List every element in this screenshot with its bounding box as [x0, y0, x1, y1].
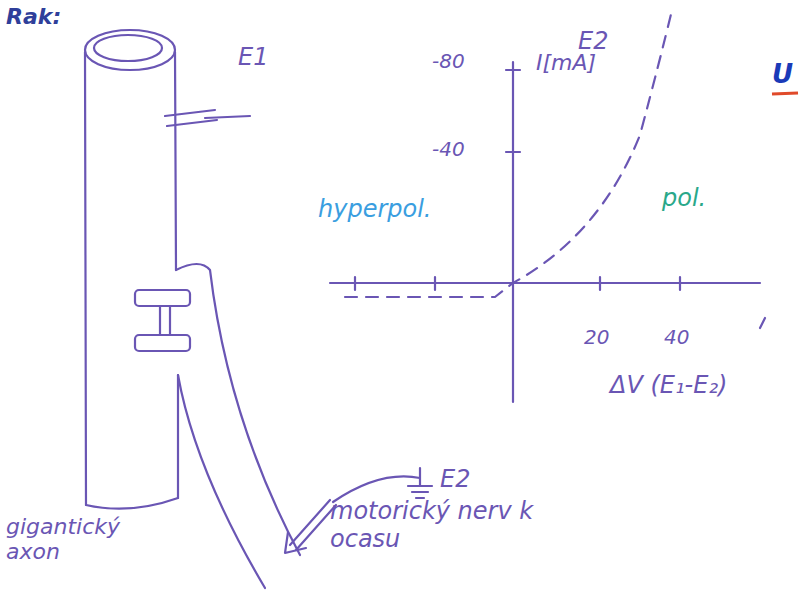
axon-right-wall-lower	[177, 375, 179, 498]
y-axis	[512, 62, 514, 402]
underline	[772, 93, 798, 94]
y-tick	[506, 70, 520, 152]
electrode-cuff	[135, 335, 190, 351]
electrode-label: E2	[578, 28, 608, 56]
axon-lumen	[94, 35, 162, 61]
iv-curve	[345, 10, 672, 297]
heading-fragment: U	[772, 60, 793, 90]
pointer-arrow	[290, 500, 336, 550]
electrode-label: E1	[238, 44, 268, 72]
axon-left-wall	[85, 52, 86, 505]
x-tick	[355, 277, 680, 290]
motor-nerve	[176, 264, 300, 555]
e1-electrode	[165, 110, 250, 126]
structure-label: gigantický axon	[6, 514, 146, 565]
axis-label: ΔV (E₁-E₂)	[610, 372, 727, 400]
axon-right-wall	[175, 52, 176, 270]
region-label: hyperpol.	[318, 196, 432, 224]
x-axis	[330, 282, 760, 284]
motor-nerve	[178, 375, 265, 588]
tick-label: 20	[584, 326, 609, 349]
tick-label: -40	[432, 138, 465, 161]
tick-label: 40	[664, 326, 689, 349]
axon-top	[85, 30, 175, 70]
structure-label: motorický nerv k ocasu	[330, 498, 560, 553]
title-label: Rak:	[6, 4, 61, 29]
tick-label: -80	[432, 50, 465, 73]
ground-symbol	[408, 468, 432, 498]
electrode-cuff	[135, 290, 190, 306]
arrow-head	[285, 532, 306, 553]
pen-mark	[760, 318, 765, 328]
axon-bottom	[86, 498, 178, 509]
electrode-stem	[160, 306, 170, 335]
electrode-label: E2	[440, 466, 470, 494]
region-label: pol.	[662, 185, 706, 213]
